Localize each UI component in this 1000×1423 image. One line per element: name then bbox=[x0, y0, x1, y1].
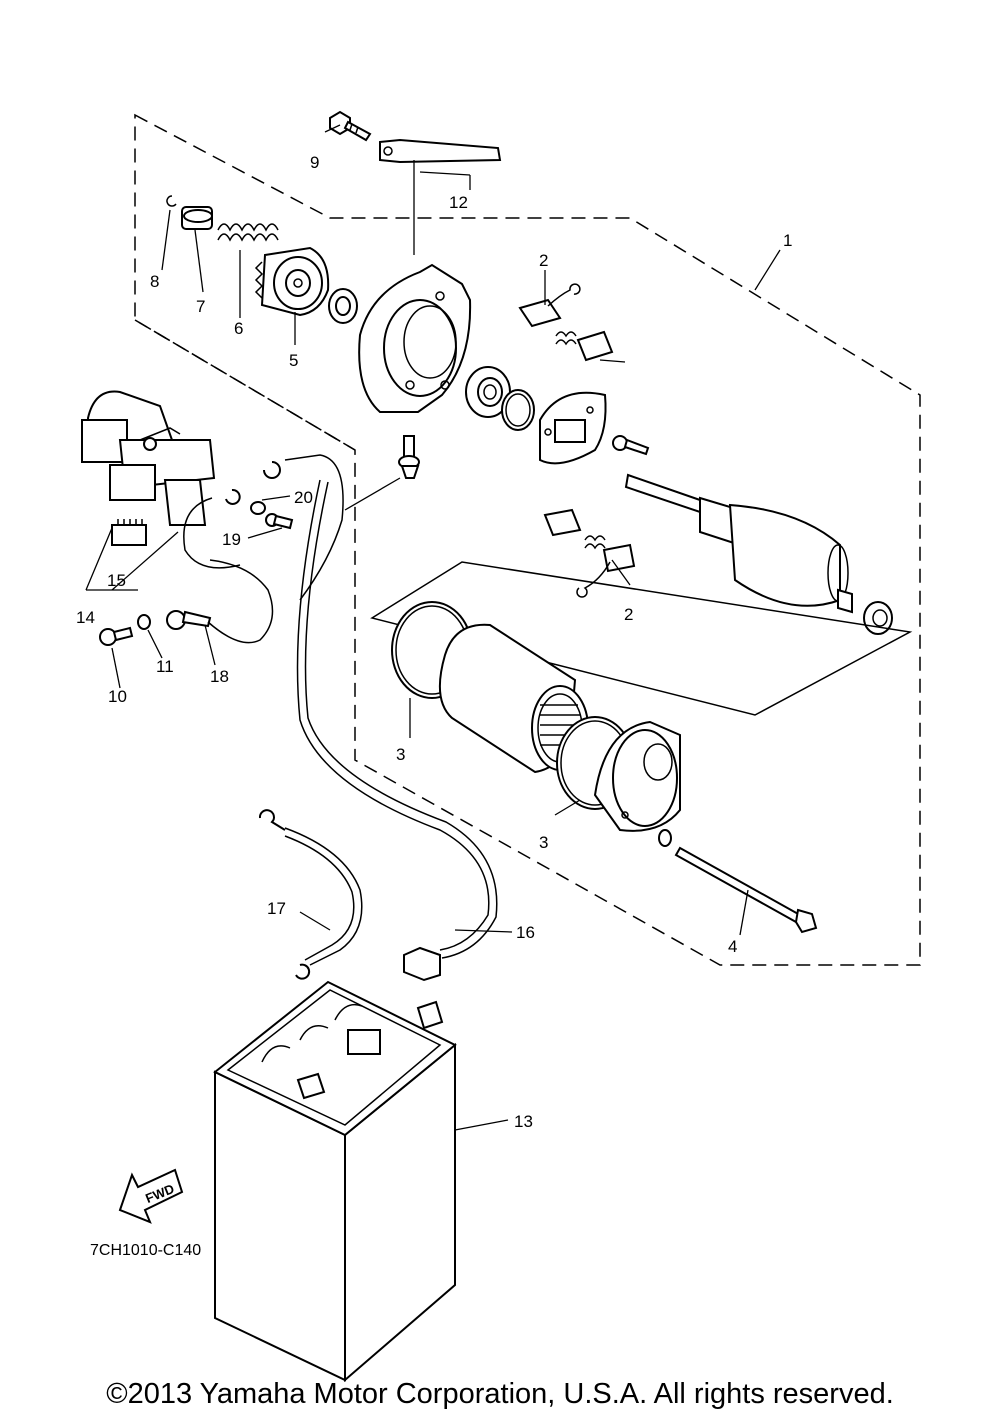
part-circlip-8 bbox=[166, 195, 177, 207]
part-armature bbox=[624, 473, 853, 614]
callout-9: 9 bbox=[310, 153, 319, 172]
callout-8: 8 bbox=[150, 272, 159, 291]
callout-6: 6 bbox=[234, 319, 243, 338]
fwd-arrow-icon: FWD bbox=[118, 1168, 184, 1224]
callout-3-left: 3 bbox=[396, 745, 405, 764]
starter-assembly-boundary bbox=[134, 113, 921, 966]
part-collar-7 bbox=[181, 206, 213, 230]
part-front-cover bbox=[358, 263, 472, 413]
callout-5: 5 bbox=[289, 351, 298, 370]
part-cable-17 bbox=[258, 809, 363, 980]
part-battery-13 bbox=[213, 980, 457, 1383]
callout-7: 7 bbox=[196, 297, 205, 316]
part-cable-relay-starter bbox=[183, 454, 344, 601]
callout-3-right: 3 bbox=[539, 833, 548, 852]
part-cable-16 bbox=[296, 479, 498, 982]
part-clutch-5 bbox=[254, 246, 330, 317]
callout-14: 14 bbox=[76, 608, 95, 627]
part-o-ring-front bbox=[501, 389, 535, 431]
part-spring-6 bbox=[217, 223, 279, 242]
part-screw-brush bbox=[612, 435, 650, 456]
callout-labels: 1 2 2 3 3 4 5 6 7 8 9 10 11 12 13 14 15 … bbox=[76, 153, 792, 1131]
callout-12: 12 bbox=[449, 193, 468, 212]
part-yoke bbox=[438, 623, 589, 774]
part-brush-holder bbox=[539, 391, 607, 465]
part-washer-11 bbox=[137, 614, 151, 630]
part-relay-14 bbox=[81, 390, 216, 526]
part-rear-cover bbox=[593, 720, 681, 832]
part-lead-plate-12 bbox=[379, 138, 502, 255]
callout-16: 16 bbox=[516, 923, 535, 942]
part-screw-10 bbox=[99, 626, 134, 646]
part-brush-2-upper bbox=[518, 283, 614, 362]
callout-2-upper: 2 bbox=[539, 251, 548, 270]
callout-2-lower: 2 bbox=[624, 605, 633, 624]
callout-19: 19 bbox=[222, 530, 241, 549]
callout-18: 18 bbox=[210, 667, 229, 686]
diagram-code: 7CH1010-C140 bbox=[90, 1242, 201, 1259]
callout-1: 1 bbox=[783, 231, 792, 250]
part-yoke-outline bbox=[370, 561, 913, 716]
callout-20: 20 bbox=[294, 488, 313, 507]
part-bolt-19 bbox=[265, 513, 294, 530]
part-washer-20 bbox=[250, 501, 266, 515]
part-starter-terminal bbox=[398, 435, 420, 479]
part-bearing bbox=[465, 366, 511, 418]
leader-lines bbox=[85, 124, 781, 1131]
callout-11: 11 bbox=[156, 657, 174, 676]
part-lead-18 bbox=[166, 559, 274, 644]
callout-10: 10 bbox=[108, 687, 127, 706]
callout-15: 15 bbox=[107, 571, 126, 590]
callout-4: 4 bbox=[728, 937, 737, 956]
part-through-bolt-4 bbox=[674, 846, 818, 934]
part-connector-15 bbox=[111, 519, 147, 546]
part-washer-near-5 bbox=[328, 288, 358, 324]
callout-13: 13 bbox=[514, 1112, 533, 1131]
callout-17: 17 bbox=[267, 899, 286, 918]
part-brush-2-lower bbox=[543, 508, 636, 598]
copyright-notice: ©2013 Yamaha Motor Corporation, U.S.A. A… bbox=[106, 1378, 894, 1410]
part-bolt-9 bbox=[329, 110, 372, 142]
part-washer-4 bbox=[658, 829, 672, 847]
